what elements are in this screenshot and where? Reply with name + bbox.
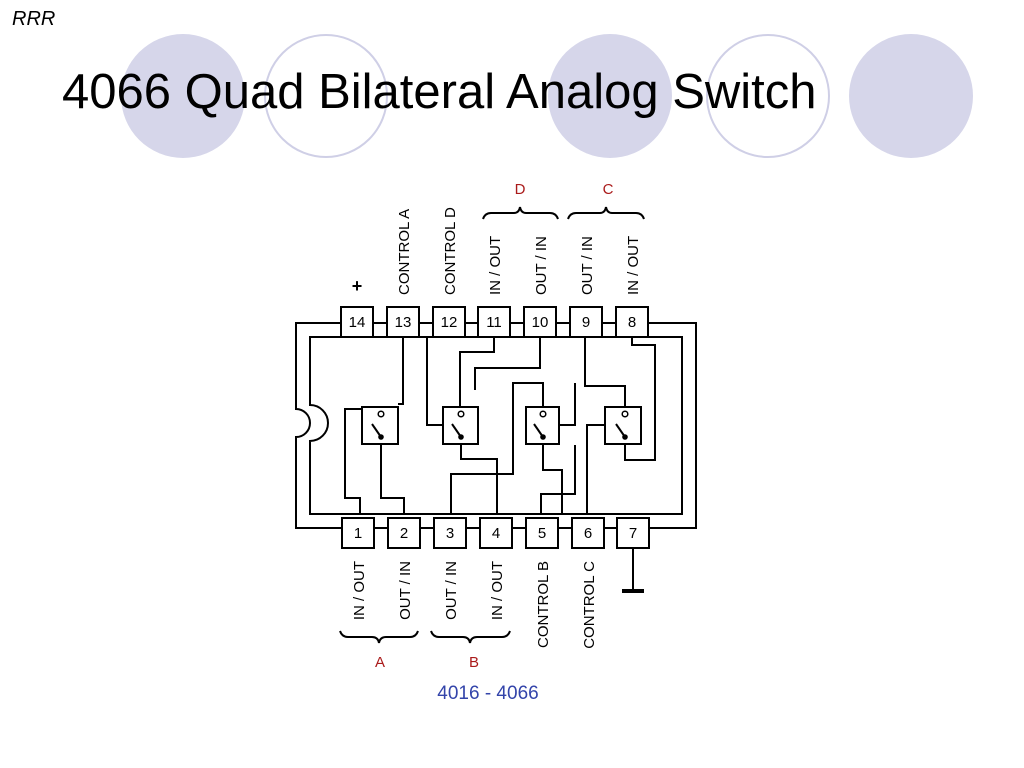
bottom-label-control-b: CONTROL B	[535, 561, 552, 648]
bottom-label-b-out-in: OUT / IN	[443, 561, 460, 620]
decor-circle-1	[121, 34, 245, 158]
switch-d	[442, 406, 479, 445]
pin-13: 13	[395, 314, 412, 331]
pin-4: 4	[492, 525, 500, 542]
top-brace-d	[482, 206, 559, 220]
switch-a	[361, 406, 399, 445]
bottom-label-a-out-in: OUT / IN	[397, 561, 414, 620]
top-label-d-in-out: IN / OUT	[487, 236, 504, 295]
decor-circle-4	[706, 34, 830, 158]
top-label-plus: +	[352, 276, 363, 296]
corner-label: RRR	[12, 8, 56, 30]
pin-10: 10	[532, 314, 549, 331]
slide-title: 4066 Quad Bilateral Analog Switch	[62, 65, 817, 119]
bottom-pin-row: 1 2 3 4 5 6 7	[341, 517, 650, 549]
switch-b	[525, 406, 560, 445]
top-label-control-a: CONTROL A	[396, 209, 413, 295]
diagram-caption: 4016 - 4066	[437, 683, 538, 704]
top-label-c-in-out: IN / OUT	[625, 236, 642, 295]
top-label-d-out-in: OUT / IN	[533, 236, 550, 295]
decor-circle-3	[548, 34, 672, 158]
top-label-c-out-in: OUT / IN	[579, 236, 596, 295]
internal-wiring	[344, 336, 656, 593]
bottom-brace-a	[339, 630, 419, 644]
bottom-brace-b	[430, 630, 511, 644]
group-label-top-d: D	[515, 181, 526, 198]
pin-8: 8	[628, 314, 636, 331]
decor-circle-2	[264, 34, 388, 158]
group-label-top-c: C	[603, 181, 614, 198]
pin-1: 1	[354, 525, 362, 542]
bottom-label-b-in-out: IN / OUT	[489, 561, 506, 620]
ic-body-outer	[295, 322, 697, 529]
decor-circle-5	[849, 34, 973, 158]
pin-11: 11	[486, 314, 502, 331]
pin-6: 6	[584, 525, 592, 542]
pin-7: 7	[629, 525, 637, 542]
top-brace-c	[567, 206, 645, 220]
pin-2: 2	[400, 525, 408, 542]
pin-9: 9	[582, 314, 590, 331]
switch-c	[604, 406, 642, 445]
group-label-bottom-b: B	[469, 654, 479, 671]
pin-12: 12	[441, 314, 458, 331]
top-pin-row: 14 13 12 11 10 9 8	[340, 306, 649, 338]
bottom-label-control-c: CONTROL C	[581, 561, 598, 649]
top-label-control-d: CONTROL D	[442, 207, 459, 295]
group-label-bottom-a: A	[375, 654, 385, 671]
pin-5: 5	[538, 525, 546, 542]
ic-body-inner	[309, 336, 683, 515]
bottom-label-a-in-out: IN / OUT	[351, 561, 368, 620]
pin-14: 14	[349, 314, 366, 331]
pin-3: 3	[446, 525, 454, 542]
